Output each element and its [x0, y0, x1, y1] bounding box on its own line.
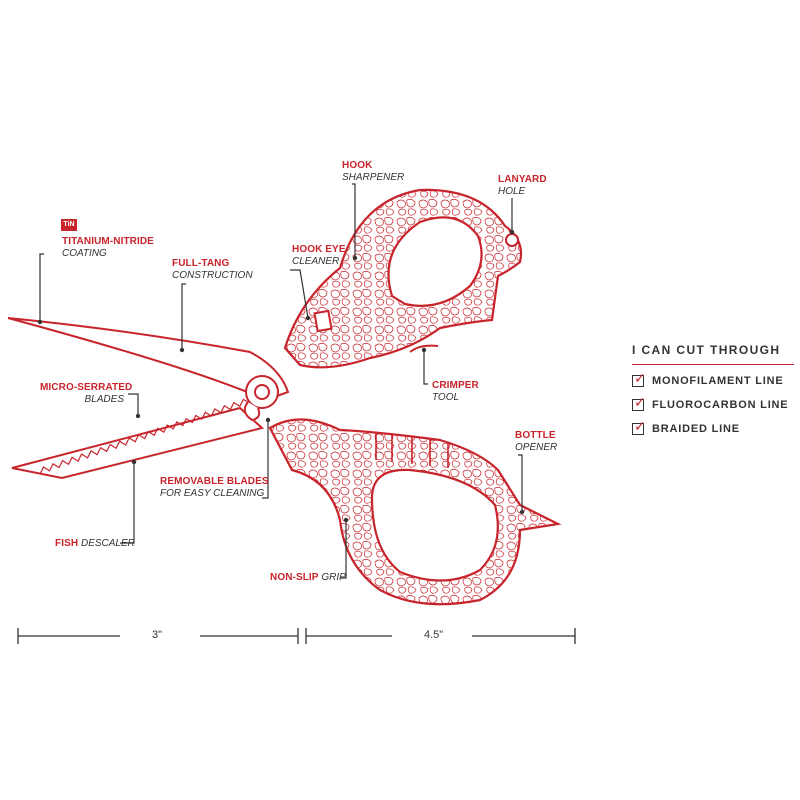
upper-blade — [7, 317, 290, 402]
cut-item-monofilament: ✓ MONOFILAMENT LINE — [632, 371, 794, 389]
serrated-blade — [11, 406, 265, 480]
dimension-blade-length: 3" — [152, 629, 163, 641]
grip-ridges — [375, 432, 449, 468]
checkbox-icon: ✓ — [632, 395, 646, 411]
cut-item-label: FLUOROCARBON LINE — [652, 399, 789, 411]
pivot-lobe — [243, 401, 261, 422]
cut-item-braided: ✓ BRAIDED LINE — [632, 419, 794, 437]
checkbox-icon: ✓ — [632, 371, 646, 387]
dimension-handle-length: 4.5" — [424, 629, 444, 641]
upper-handle-loop — [387, 216, 483, 307]
leader-lines — [39, 183, 523, 579]
tin-badge: TiN — [61, 219, 77, 231]
cut-through-panel: I CAN CUT THROUGH ✓ MONOFILAMENT LINE ✓ … — [632, 343, 794, 437]
descaler-teeth — [39, 398, 250, 475]
leader-dots — [37, 229, 525, 523]
checkmark-icon: ✓ — [634, 370, 646, 386]
lower-handle-loop — [370, 468, 499, 582]
callout-fish: FISH DESCALER — [55, 538, 135, 549]
checkmark-icon: ✓ — [634, 394, 646, 410]
hook-eye-slot — [313, 309, 333, 333]
lanyard-hole-shape — [505, 233, 519, 247]
dimension-lines — [17, 628, 576, 644]
crimper-notch — [409, 344, 439, 353]
checkmark-icon: ✓ — [634, 418, 646, 434]
callout-non-slip: NON-SLIP GRIP — [270, 572, 346, 583]
cut-panel-title: I CAN CUT THROUGH — [632, 343, 794, 365]
pivot-center — [254, 384, 270, 400]
cut-item-label: MONOFILAMENT LINE — [652, 375, 784, 387]
cut-item-label: BRAIDED LINE — [652, 423, 740, 435]
cut-item-fluorocarbon: ✓ FLUOROCARBON LINE — [632, 395, 794, 413]
checkbox-icon: ✓ — [632, 419, 646, 435]
